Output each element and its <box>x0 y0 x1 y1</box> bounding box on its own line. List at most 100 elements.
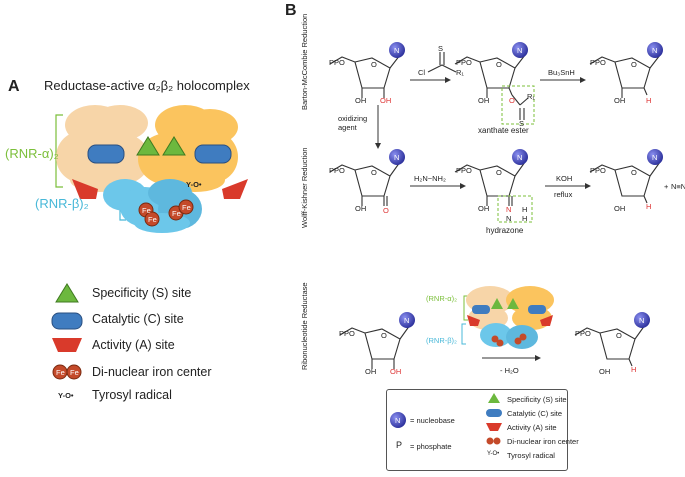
oh-label: OH <box>478 96 490 105</box>
oh-label: OH <box>355 96 367 105</box>
oh-label: OH <box>355 204 367 213</box>
fe-label: Fe <box>56 368 65 377</box>
hydrazone-n: N <box>506 205 512 214</box>
hydrazone-h2: H <box>522 214 528 223</box>
specificity-triangle-icon <box>55 283 79 303</box>
iron-center-right <box>168 199 194 221</box>
activity-trapezoid-icon <box>486 423 502 431</box>
rnr-small-complex <box>461 286 554 349</box>
oh-label: OH <box>478 204 490 213</box>
ring-oxygen: O <box>371 168 377 177</box>
h-label-red: H <box>631 365 637 374</box>
fe-label: Fe <box>148 215 157 224</box>
n2-label: N≡N <box>671 182 685 191</box>
radical-label: Y-O• <box>186 180 202 189</box>
legend-b-label: Specificity (S) site <box>507 395 567 404</box>
oh-label: OH <box>365 367 377 376</box>
ppo-label: PPO <box>575 329 591 338</box>
specificity-site-left <box>136 136 160 156</box>
ring-1c <box>614 57 651 89</box>
reflux-label: reflux <box>554 190 573 199</box>
beta-label: (RNR-β)₂ <box>35 196 89 211</box>
iron-center-left <box>138 202 160 227</box>
ring-2b <box>479 165 516 197</box>
chlorine-label: Cl <box>418 68 426 77</box>
ppo-label: PPO <box>590 166 606 175</box>
sulfur-label: S <box>438 44 444 53</box>
iron-center-icon <box>52 364 82 380</box>
xanthate-label: xanthate ester <box>478 126 529 135</box>
beta-subunit <box>103 179 202 233</box>
hydrazone-n2: N <box>506 214 512 223</box>
ppo-label: PPO <box>339 329 355 338</box>
legend-a-label: Specificity (S) site <box>92 286 192 300</box>
nucleobase-n: N <box>639 316 645 325</box>
nucleobase-n: N <box>404 316 410 325</box>
hydrazone-box <box>497 195 533 223</box>
r1-label: R₁ <box>527 92 535 101</box>
activity-site-right <box>222 179 248 199</box>
legend-b-label: Tyrosyl radical <box>507 451 555 460</box>
panel-a-letter: A <box>8 78 20 95</box>
specificity-triangle-icon <box>488 393 500 403</box>
nucleobase-n: N <box>517 46 523 55</box>
catalytic-site-right <box>194 144 232 164</box>
phosphate-legend: = phosphate <box>410 442 452 451</box>
r1-label: R₁ <box>456 68 464 77</box>
iron-center-icon <box>486 437 494 445</box>
ring-3b <box>599 328 636 360</box>
oxidizing-label: oxidizing <box>338 114 368 123</box>
panel-b-letter: B <box>285 2 297 19</box>
legend-a-label: Tyrosyl radical <box>92 388 172 402</box>
ring-oxygen: O <box>496 168 502 177</box>
hydrazone-h: H <box>522 205 528 214</box>
nucleobase-legend: = nucleobase <box>410 416 455 425</box>
ring-oxygen: O <box>496 60 502 69</box>
ring-oxygen: O <box>616 331 622 340</box>
activity-trapezoid-icon <box>52 338 82 352</box>
holocomplex-illustration <box>55 105 248 233</box>
nucleobase-icon <box>389 42 663 428</box>
agent-label: agent <box>338 123 357 132</box>
specificity-site-right <box>162 136 186 156</box>
tyrosyl-radical-icon: Y-O• <box>58 391 74 400</box>
alpha-bracket <box>55 114 63 188</box>
hydrazone-label: hydrazone <box>486 226 524 235</box>
beta-small-label: (RNR-β)₂ <box>426 336 457 345</box>
oh-label: OH <box>599 367 611 376</box>
bu3snh-label: Bu₃SnH <box>548 68 575 77</box>
koh-label: KOH <box>556 174 573 183</box>
hydrazine-label: H₂N−NH₂ <box>414 174 446 183</box>
ring-2a <box>354 165 391 197</box>
xanthate-box <box>501 85 535 125</box>
ring-1a <box>354 57 391 89</box>
catalytic-pill-icon <box>51 312 83 330</box>
ring-2c <box>614 165 651 197</box>
ppo-label: PPO <box>590 58 606 67</box>
legend-b-label: Di-nuclear iron center <box>507 437 579 446</box>
legend-b-box <box>386 389 568 471</box>
legend-a-label: Activity (A) site <box>92 338 175 352</box>
catalytic-pill-icon <box>486 409 502 417</box>
catalytic-site-left <box>87 144 125 164</box>
activity-site-left <box>72 179 98 199</box>
fe-label: Fe <box>182 203 191 212</box>
ring-oxygen: O <box>631 168 637 177</box>
nucleobase-n: N <box>394 153 400 162</box>
xanthate-oxygen: O <box>509 96 515 105</box>
legend-a-label: Di-nuclear iron center <box>92 365 212 379</box>
fe-label: Fe <box>70 368 79 377</box>
oh-label-red: OH <box>390 367 402 376</box>
ring-3a <box>364 328 401 360</box>
panel-a-title: Reductase-active α₂β₂ holocomplex <box>44 78 250 93</box>
ppo-label: PPO <box>329 58 345 67</box>
alpha-label: (RNR-α)₂ <box>5 146 59 161</box>
alpha-small-label: (RNR-α)₂ <box>426 294 457 303</box>
nucleobase-n: N <box>517 153 523 162</box>
ketone-oxygen: O <box>383 206 389 215</box>
legend-b-label: Catalytic (C) site <box>507 409 563 418</box>
plus-label: + <box>664 182 669 191</box>
alpha-subunit-left <box>56 105 150 192</box>
legend-b-label: Activity (A) site <box>507 423 557 432</box>
nucleobase-n: N <box>394 46 400 55</box>
